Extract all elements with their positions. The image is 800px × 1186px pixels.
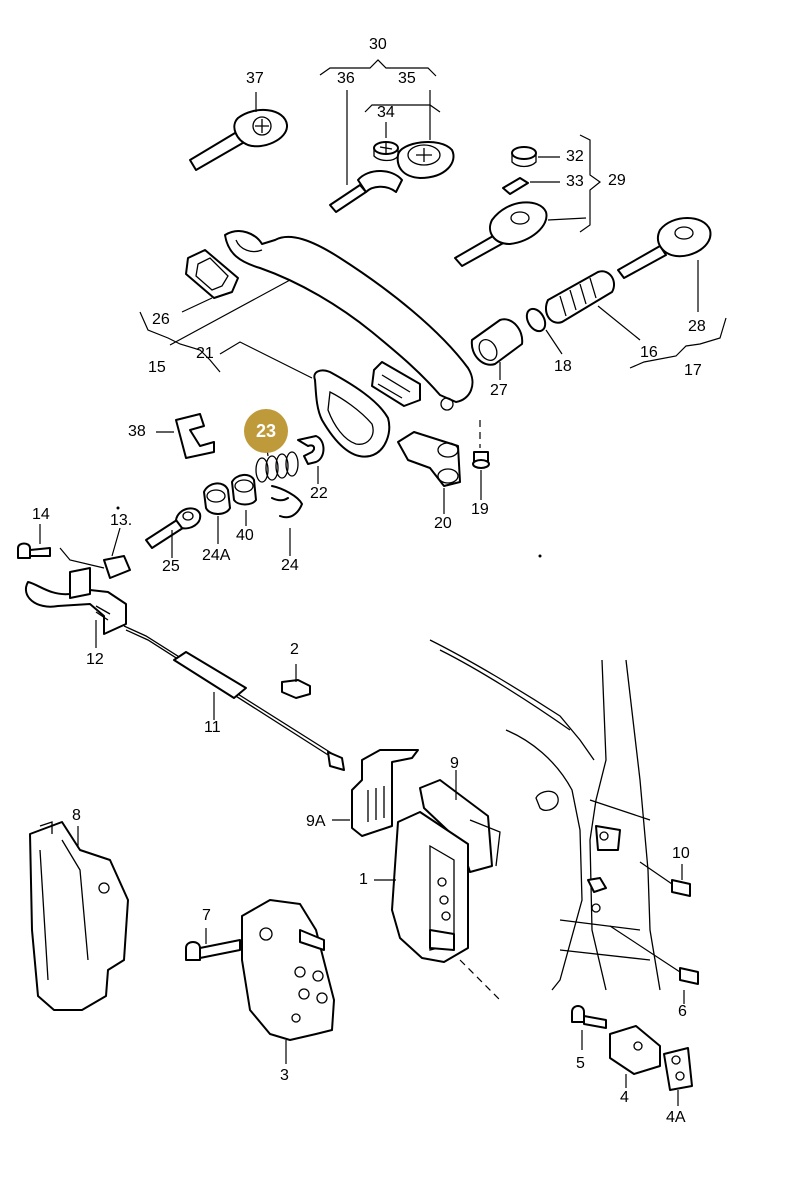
label-35: 35 xyxy=(398,70,416,87)
pivot-plate-20 xyxy=(397,431,461,487)
label-33: 33 xyxy=(566,173,584,190)
outer-handle-15 xyxy=(224,230,474,411)
clip-38 xyxy=(175,413,215,459)
screw-10 xyxy=(639,861,691,897)
lever-25 xyxy=(145,507,202,549)
gasket-21 xyxy=(313,369,391,458)
label-1: 1 xyxy=(359,871,368,888)
label-25: 25 xyxy=(162,558,180,575)
label-21: 21 xyxy=(196,345,214,362)
label-8: 8 xyxy=(72,807,81,824)
lock-housing-35 xyxy=(396,141,455,179)
label-19: 19 xyxy=(471,501,489,518)
label-24: 24 xyxy=(281,557,299,574)
label-34: 34 xyxy=(377,104,395,121)
lock-cap-34 xyxy=(373,141,399,162)
key-29 xyxy=(454,201,548,267)
lock-cylinder-27 xyxy=(470,318,524,366)
highlight-marker-23[interactable]: 23 xyxy=(244,409,288,453)
spring-23 xyxy=(255,451,299,483)
label-11: 11 xyxy=(204,719,221,736)
label-16: 16 xyxy=(640,344,658,361)
key-28 xyxy=(617,217,712,279)
label-29: 29 xyxy=(608,172,626,189)
lock-cap-32 xyxy=(511,146,537,168)
bracket-9a xyxy=(351,749,419,837)
door-panel xyxy=(429,639,661,991)
screw-6 xyxy=(609,925,699,985)
label-15: 15 xyxy=(148,359,166,376)
label-10: 10 xyxy=(672,845,690,862)
gasket-26 xyxy=(185,249,239,299)
label-30: 30 xyxy=(369,36,387,53)
clip-13 xyxy=(103,555,131,579)
hinge-4 xyxy=(609,1025,693,1091)
label-4a: 4A xyxy=(666,1109,686,1126)
cable-11 xyxy=(123,625,345,771)
label-28: 28 xyxy=(688,318,706,335)
cover-8 xyxy=(29,821,129,1011)
label-13: 13. xyxy=(110,512,133,529)
label-3: 3 xyxy=(280,1067,289,1084)
label-38: 38 xyxy=(128,423,146,440)
label-9: 9 xyxy=(450,755,459,772)
bolt-7 xyxy=(185,935,263,961)
label-5: 5 xyxy=(576,1055,585,1072)
ring-24a xyxy=(203,482,231,515)
label-24a: 24A xyxy=(202,547,231,564)
label-37: 37 xyxy=(246,70,264,87)
bolt-5 xyxy=(571,1005,607,1029)
label-17: 17 xyxy=(684,362,702,379)
lock-1 xyxy=(391,811,469,963)
screw-19 xyxy=(472,451,490,469)
label-9a: 9A xyxy=(306,813,326,830)
clip-22 xyxy=(297,435,325,465)
label-27: 27 xyxy=(490,382,508,399)
label-4: 4 xyxy=(620,1089,629,1106)
lock-barrel-16 xyxy=(544,270,616,324)
label-26: 26 xyxy=(152,311,170,328)
label-32: 32 xyxy=(566,148,584,165)
label-18: 18 xyxy=(554,358,572,375)
label-22: 22 xyxy=(310,485,328,502)
label-14: 14 xyxy=(32,506,50,523)
lock-mechanism-9 xyxy=(419,779,501,873)
ring-40 xyxy=(231,474,257,506)
clip-2 xyxy=(281,679,311,699)
label-12: 12 xyxy=(86,651,104,668)
label-20: 20 xyxy=(434,515,452,532)
label-6: 6 xyxy=(678,1003,687,1020)
label-36: 36 xyxy=(337,70,355,87)
lock-pin-33 xyxy=(502,177,529,195)
ring-18 xyxy=(525,307,547,333)
screw-14 xyxy=(17,542,51,559)
clip-24 xyxy=(271,485,303,519)
key-blank-36 xyxy=(329,170,403,213)
label-40: 40 xyxy=(236,527,254,544)
inner-handle-12 xyxy=(25,567,127,635)
key-blank-37 xyxy=(189,108,289,171)
striker-3 xyxy=(241,899,335,1041)
label-7: 7 xyxy=(202,907,211,924)
label-2: 2 xyxy=(290,641,299,658)
